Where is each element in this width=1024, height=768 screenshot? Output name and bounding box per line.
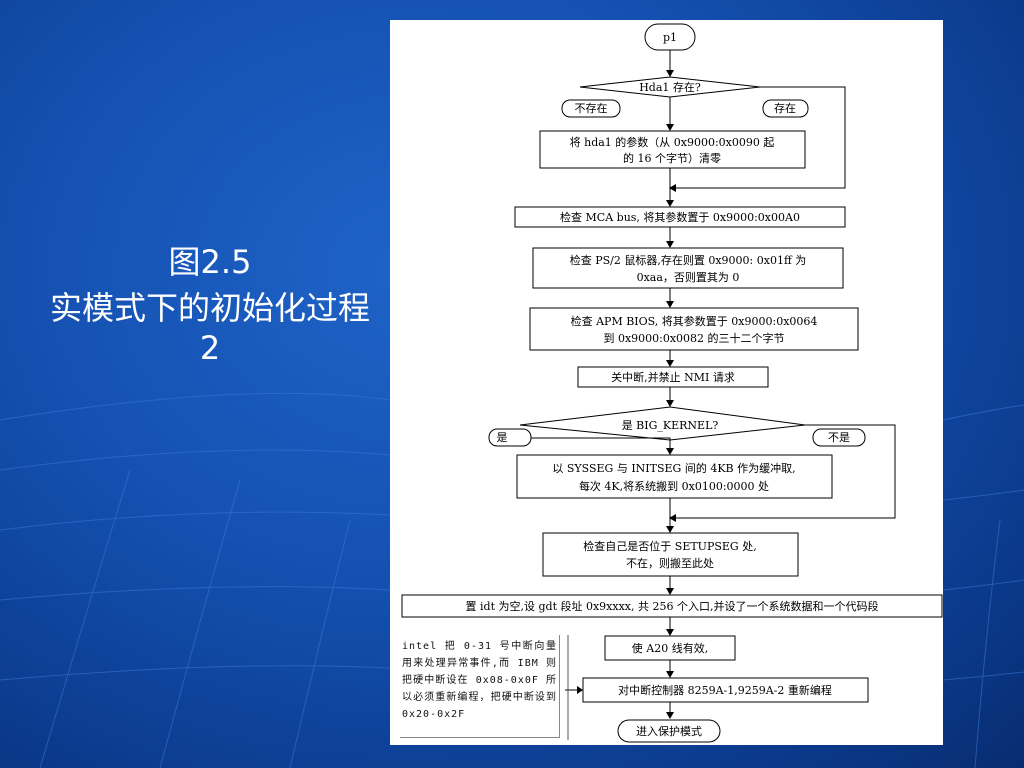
svg-text:检查 APM BIOS, 将其参数置于 0x9000:0x0: 检查 APM BIOS, 将其参数置于 0x9000:0x0064 — [571, 314, 818, 328]
step-reprogram-8259a: 对中断控制器 8259A-1,9259A-2 重新编程 — [582, 677, 869, 703]
step-check-ps2: 检查 PS/2 鼠标器,存在则置 0x9000: 0x01ff 为 0xaa，否… — [532, 247, 844, 289]
svg-text:是: 是 — [497, 431, 508, 444]
branch-label-exist: 存在 — [762, 99, 809, 118]
step-disable-interrupts: 关中断,并禁止 NMI 请求 — [577, 366, 769, 388]
step-set-idt-gdt: 置 idt 为空,设 gdt 段址 0x9xxxx, 共 256 个入口,并设了… — [401, 594, 943, 618]
step-check-setupseg: 检查自己是否位于 SETUPSEG 处, 不在，则搬至此处 — [542, 532, 799, 577]
svg-text:检查自己是否位于 SETUPSEG 处,: 检查自己是否位于 SETUPSEG 处, — [583, 539, 756, 553]
branch-label-yes: 是 — [488, 428, 532, 447]
svg-text:检查 MCA bus, 将其参数置于 0x9000:0x00: 检查 MCA bus, 将其参数置于 0x9000:0x00A0 — [560, 210, 800, 224]
figure-caption: 实模式下的初始化过程2 — [49, 289, 370, 367]
svg-text:的 16 个字节）清零: 的 16 个字节）清零 — [623, 151, 721, 165]
svg-text:不在，则搬至此处: 不在，则搬至此处 — [626, 556, 714, 570]
svg-text:进入保护模式: 进入保护模式 — [636, 724, 702, 738]
svg-text:Hda1 存在?: Hda1 存在? — [639, 80, 701, 94]
decision-hda1: Hda1 存在? — [579, 76, 761, 98]
svg-text:不是: 不是 — [828, 431, 850, 444]
step-enable-a20: 使 A20 线有效, — [604, 635, 736, 661]
decision-big-kernel: 是 BIG_KERNEL? — [519, 406, 806, 441]
figure-number: 图2.5 — [168, 243, 252, 281]
flowchart: p1 Hda1 存在? 不存在 存在 将 hda1 的参数（从 0x9000:0… — [401, 23, 943, 743]
step-check-apm: 检查 APM BIOS, 将其参数置于 0x9000:0x0064 到 0x90… — [529, 307, 859, 351]
svg-text:使 A20 线有效,: 使 A20 线有效, — [632, 641, 708, 655]
svg-text:存在: 存在 — [774, 101, 796, 115]
svg-text:不存在: 不存在 — [575, 101, 608, 115]
branch-label-no: 不是 — [812, 428, 866, 447]
step-move-system-buffer: 以 SYSSEG 与 INITSEG 间的 4KB 作为缓冲取, 每次 4K,将… — [516, 454, 833, 499]
step-clear-hda1-params: 将 hda1 的参数（从 0x9000:0x0090 起 的 16 个字节）清零 — [539, 130, 806, 169]
svg-text:检查 PS/2 鼠标器,存在则置 0x9000: 0x01f: 检查 PS/2 鼠标器,存在则置 0x9000: 0x01ff 为 — [570, 253, 807, 267]
start-terminal: p1 — [644, 23, 696, 51]
flowchart-panel: p1 Hda1 存在? 不存在 存在 将 hda1 的参数（从 0x9000:0… — [390, 20, 943, 745]
svg-text:到 0x9000:0x0082 的三十二个字节: 到 0x9000:0x0082 的三十二个字节 — [603, 331, 784, 345]
svg-text:对中断控制器 8259A-1,9259A-2 重新编程: 对中断控制器 8259A-1,9259A-2 重新编程 — [618, 683, 832, 697]
svg-text:是 BIG_KERNEL?: 是 BIG_KERNEL? — [622, 419, 719, 432]
svg-text:每次 4K,将系统搬到 0x0100:0000 处: 每次 4K,将系统搬到 0x0100:0000 处 — [579, 479, 769, 493]
interrupt-remap-note: intel 把 0-31 号中断向量用来处理异常事件,而 IBM 则把硬中断设在… — [400, 635, 560, 738]
end-terminal: 进入保护模式 — [617, 719, 721, 743]
svg-text:置 idt 为空,设 gdt 段址 0x9xxxx, 共 2: 置 idt 为空,设 gdt 段址 0x9xxxx, 共 256 个入口,并设了… — [466, 599, 879, 613]
svg-text:将 hda1 的参数（从 0x9000:0x0090 起: 将 hda1 的参数（从 0x9000:0x0090 起 — [570, 135, 775, 149]
step-check-mca: 检查 MCA bus, 将其参数置于 0x9000:0x00A0 — [514, 206, 846, 228]
svg-text:p1: p1 — [663, 31, 677, 44]
branch-label-not-exist: 不存在 — [561, 99, 621, 118]
svg-text:0xaa，否则置其为 0: 0xaa，否则置其为 0 — [637, 271, 740, 284]
svg-text:关中断,并禁止 NMI 请求: 关中断,并禁止 NMI 请求 — [611, 370, 735, 384]
svg-text:以 SYSSEG 与 INITSEG 间的 4KB 作为缓冲: 以 SYSSEG 与 INITSEG 间的 4KB 作为缓冲取, — [552, 461, 795, 475]
